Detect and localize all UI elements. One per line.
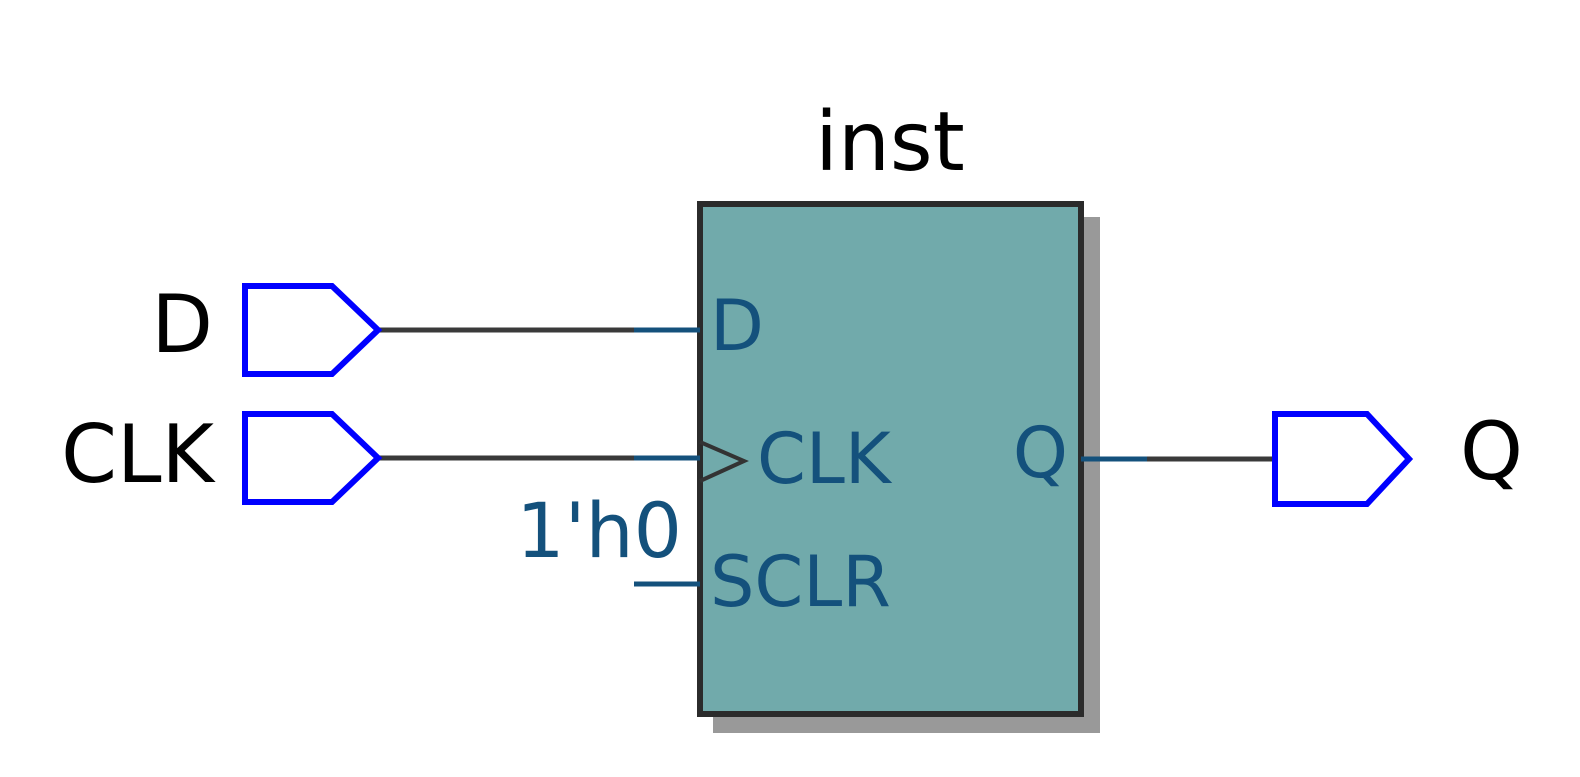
pin-q-label: Q <box>1013 412 1068 494</box>
clock-edge-icon <box>699 440 749 483</box>
instance-name-label: inst <box>815 95 965 190</box>
constant-sclr-label: 1'h0 <box>516 486 682 575</box>
output-port-q-symbol[interactable] <box>1272 411 1414 507</box>
output-port-q-label: Q <box>1460 405 1523 498</box>
pin-clk-label: CLK <box>757 418 893 500</box>
instance-block[interactable] <box>697 201 1100 733</box>
instance-body[interactable] <box>697 201 1084 717</box>
input-port-clk-label: CLK <box>61 408 216 501</box>
input-port-d-label: D <box>151 278 213 371</box>
pin-d-label: D <box>710 285 764 367</box>
pin-sclr-label: SCLR <box>710 541 891 623</box>
input-port-clk-symbol[interactable] <box>242 411 383 505</box>
input-port-d-symbol[interactable] <box>242 283 383 377</box>
